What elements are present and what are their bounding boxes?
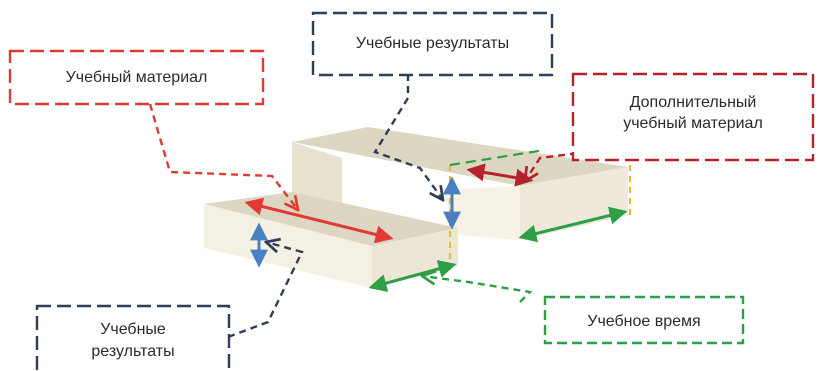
additional-material-leader <box>525 148 673 181</box>
label-additional-material: Дополнительный учебный материал <box>571 72 815 162</box>
learning-time-arrow-upper <box>518 206 628 243</box>
outcomes-top-leader <box>373 74 443 200</box>
learning-time-text: Учебное время <box>587 313 700 330</box>
learning-material-text: Учебный материал <box>66 69 208 86</box>
additional-material-text-line2: учебный материал <box>623 115 763 132</box>
learning-material-arrow <box>244 197 394 244</box>
label-learning-outcomes-top: Учебные результаты <box>311 11 554 77</box>
label-learning-time: Учебное время <box>543 295 745 345</box>
learning-time-arrow-lower <box>368 260 457 292</box>
material-leader <box>148 103 298 210</box>
learning-outcomes-top-text: Учебные результаты <box>356 35 509 52</box>
additional-material-arrow <box>466 163 534 187</box>
additional-material-text-line1: Дополнительный <box>630 94 757 111</box>
label-learning-material: Учебный материал <box>8 49 265 106</box>
label-learning-outcomes-bottom: Учебные результаты <box>35 304 231 371</box>
time-leader <box>422 276 533 303</box>
step-boundaries <box>449 165 631 268</box>
learning-outcomes-bottom-text-line1: Учебные <box>100 321 166 338</box>
learning-outcomes-bottom-text-line2: результаты <box>91 343 174 360</box>
additional-material-edge <box>449 148 546 167</box>
